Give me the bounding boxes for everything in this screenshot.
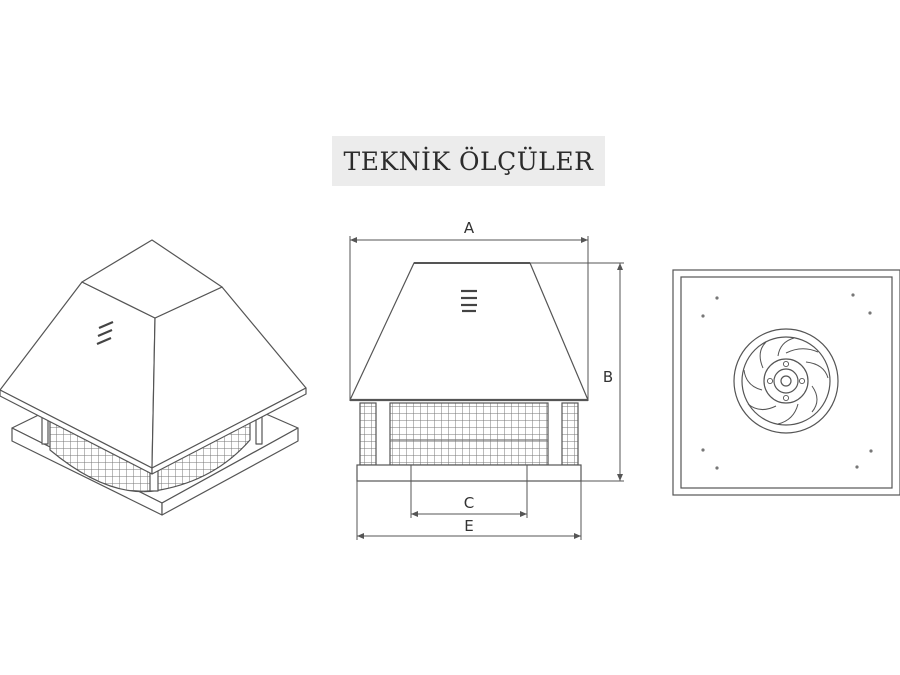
isometric-view xyxy=(0,239,307,516)
dimension-arrows xyxy=(350,237,623,539)
dimension-lines xyxy=(349,236,624,540)
dimension-label-b: B xyxy=(603,368,613,386)
front-grille-left xyxy=(359,402,377,466)
title-banner: TEKNİK ÖLÇÜLER xyxy=(332,136,605,186)
front-grille-main xyxy=(389,402,549,466)
page-title: TEKNİK ÖLÇÜLER xyxy=(343,146,594,176)
front-roof xyxy=(349,262,589,401)
front-grille-right xyxy=(561,402,579,466)
dimension-label-e: E xyxy=(464,517,473,535)
impeller-blades xyxy=(743,337,829,425)
dimension-label-c: C xyxy=(464,494,474,512)
iso-vent-slots xyxy=(96,320,114,346)
iso-base-right-face xyxy=(161,427,299,516)
front-base xyxy=(356,464,582,482)
iso-roof-top xyxy=(81,239,223,319)
mounting-holes xyxy=(701,293,873,470)
front-vent-slots xyxy=(461,289,477,313)
dimension-label-a: A xyxy=(464,219,475,237)
front-view xyxy=(349,262,589,482)
top-view xyxy=(672,269,900,496)
iso-roof-edge-right xyxy=(151,387,307,475)
impeller-shaft xyxy=(780,375,792,387)
